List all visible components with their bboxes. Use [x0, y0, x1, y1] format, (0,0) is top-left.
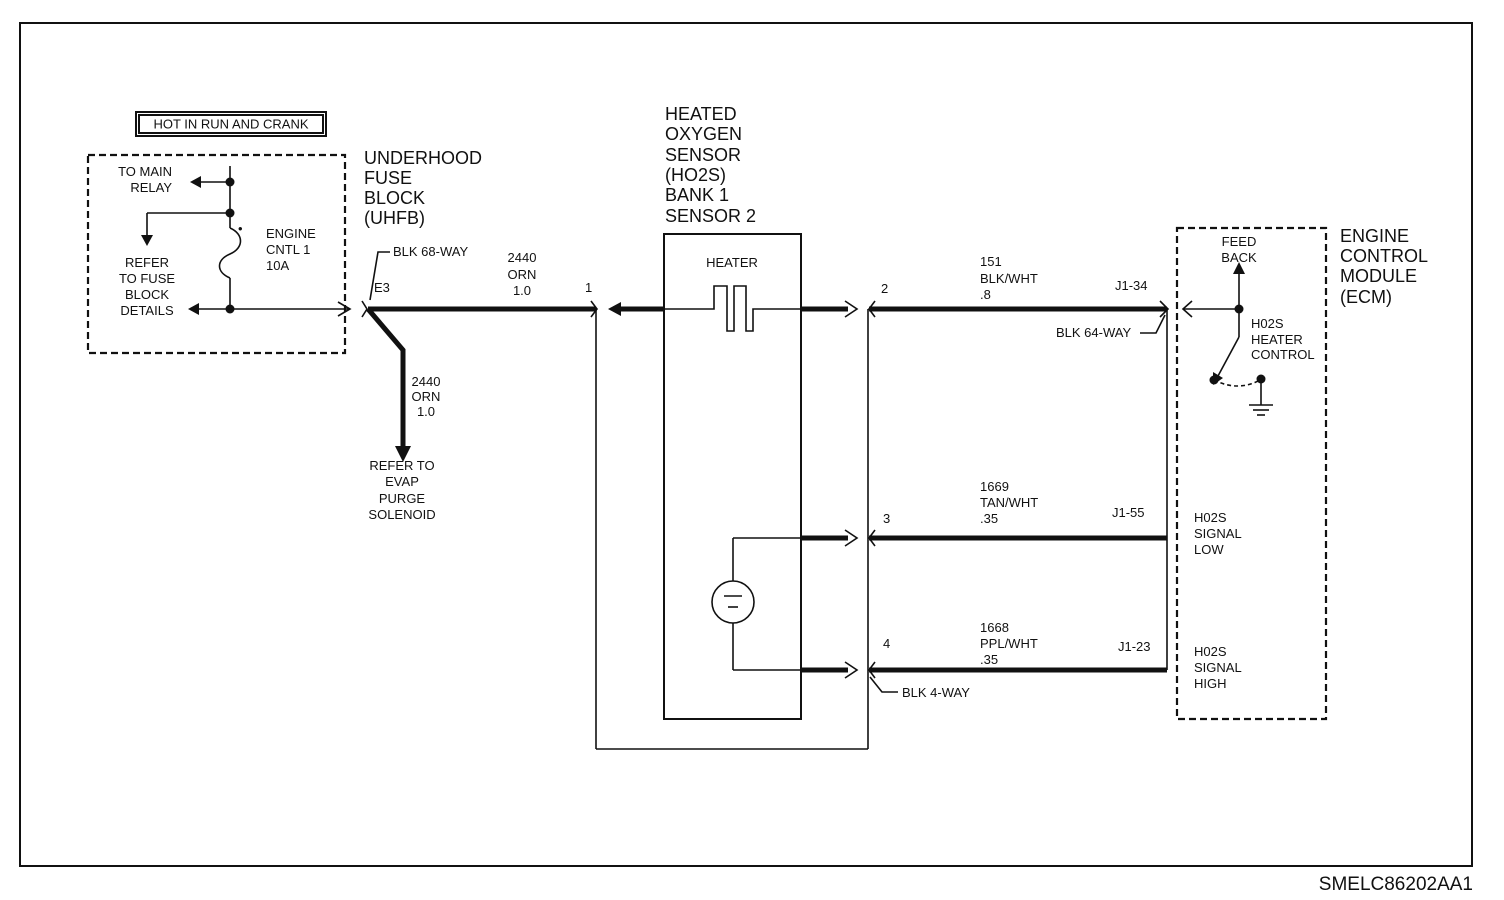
svg-text:PPL/WHT: PPL/WHT — [980, 636, 1038, 651]
circuit-4-labels: 1668 PPL/WHT .35 — [980, 620, 1038, 667]
svg-text:10A: 10A — [266, 258, 289, 273]
sensor-connector-label: BLK 4-WAY — [902, 685, 970, 700]
svg-text:1669: 1669 — [980, 479, 1009, 494]
svg-text:BACK: BACK — [1221, 250, 1257, 265]
splice-wire-circuit: 2440 ORN 1.0 — [412, 374, 441, 419]
circuit-pin-2: 2 — [881, 281, 888, 296]
heater-control-label: H02S HEATER CONTROL — [1251, 316, 1315, 362]
svg-text:H02S: H02S — [1251, 316, 1284, 331]
svg-text:SOLENOID: SOLENOID — [368, 507, 435, 522]
svg-text:2440: 2440 — [412, 374, 441, 389]
svg-text:.35: .35 — [980, 511, 998, 526]
main-wire-circuit: 2440 ORN 1.0 — [508, 250, 537, 298]
svg-text:151: 151 — [980, 254, 1002, 269]
svg-text:RELAY: RELAY — [130, 180, 172, 195]
svg-text:SENSOR: SENSOR — [665, 145, 741, 165]
heater-control-switch — [1217, 336, 1240, 377]
svg-text:SIGNAL: SIGNAL — [1194, 660, 1242, 675]
svg-text:LOW: LOW — [1194, 542, 1224, 557]
svg-text:TO MAIN: TO MAIN — [118, 164, 172, 179]
svg-text:HIGH: HIGH — [1194, 676, 1227, 691]
svg-text:UNDERHOOD: UNDERHOOD — [364, 148, 482, 168]
svg-text:BANK 1: BANK 1 — [665, 185, 729, 205]
svg-text:MODULE: MODULE — [1340, 266, 1417, 286]
svg-text:BLK/WHT: BLK/WHT — [980, 271, 1038, 286]
svg-text:1.0: 1.0 — [417, 404, 435, 419]
sensor-element — [711, 580, 755, 624]
svg-text:DETAILS: DETAILS — [120, 303, 174, 318]
svg-text:1.0: 1.0 — [513, 283, 531, 298]
fuse-label: ENGINE CNTL 1 10A — [266, 226, 316, 273]
to-main-relay-label: TO MAIN RELAY — [118, 164, 172, 195]
fuse-symbol — [218, 227, 242, 279]
svg-text:SIGNAL: SIGNAL — [1194, 526, 1242, 541]
ecm-outline — [1175, 226, 1328, 721]
svg-text:CONTROL: CONTROL — [1251, 347, 1315, 362]
signal-low-label: H02S SIGNAL LOW — [1194, 510, 1242, 557]
svg-text:PURGE: PURGE — [379, 491, 426, 506]
splice-wire — [366, 307, 406, 450]
fuse-block-outline — [86, 153, 347, 355]
fuse-pin-label: E3 — [374, 280, 390, 295]
fuse-connector-label: BLK 68-WAY — [393, 244, 468, 259]
svg-text:ORN: ORN — [412, 389, 441, 404]
svg-text:ENGINE: ENGINE — [266, 226, 316, 241]
sensor-title: HEATED OXYGEN SENSOR (HO2S) BANK 1 SENSO… — [665, 104, 756, 226]
svg-text:CNTL 1: CNTL 1 — [266, 242, 310, 257]
svg-text:BLOCK: BLOCK — [125, 287, 169, 302]
refer-fuse-label: REFER TO FUSE BLOCK DETAILS — [119, 255, 175, 318]
power-label: HOT IN RUN AND CRANK — [153, 117, 308, 132]
sensor-pin-1: 1 — [585, 280, 592, 295]
ecm-pin-j1-34: J1-34 — [1115, 278, 1148, 293]
ecm-connector-label: BLK 64-WAY — [1056, 325, 1131, 340]
svg-text:H02S: H02S — [1194, 644, 1227, 659]
circuit-3-labels: 1669 TAN/WHT .35 — [980, 479, 1038, 526]
svg-text:BLOCK: BLOCK — [364, 188, 425, 208]
svg-text:CONTROL: CONTROL — [1340, 246, 1428, 266]
svg-text:H02S: H02S — [1194, 510, 1227, 525]
svg-text:HEATER: HEATER — [1251, 332, 1303, 347]
ecm-pin-j1-23: J1-23 — [1118, 639, 1151, 654]
svg-text:.8: .8 — [980, 287, 991, 302]
svg-text:HEATED: HEATED — [665, 104, 737, 124]
fuse-block-title: UNDERHOOD FUSE BLOCK (UHFB) — [364, 148, 482, 228]
circuit-2-labels: 151 BLK/WHT .8 — [980, 254, 1038, 302]
signal-high-label: H02S SIGNAL HIGH — [1194, 644, 1242, 691]
svg-text:2440: 2440 — [508, 250, 537, 265]
svg-text:(UHFB): (UHFB) — [364, 208, 425, 228]
svg-text:(HO2S): (HO2S) — [665, 165, 726, 185]
svg-text:TAN/WHT: TAN/WHT — [980, 495, 1038, 510]
svg-text:SENSOR 2: SENSOR 2 — [665, 206, 756, 226]
power-label-box — [135, 111, 327, 137]
svg-text:.35: .35 — [980, 652, 998, 667]
heater-element — [664, 285, 801, 332]
svg-text:FUSE: FUSE — [364, 168, 412, 188]
feedback-label: FEED BACK — [1221, 234, 1257, 265]
circuit-pin-3: 3 — [883, 511, 890, 526]
svg-text:ENGINE: ENGINE — [1340, 226, 1409, 246]
evap-refer-label: REFER TO EVAP PURGE SOLENOID — [368, 458, 435, 522]
ecm-pin-j1-55: J1-55 — [1112, 505, 1145, 520]
ecm-title: ENGINE CONTROL MODULE (ECM) — [1340, 226, 1428, 307]
svg-text:REFER TO: REFER TO — [369, 458, 434, 473]
heater-label: HEATER — [706, 255, 758, 270]
svg-text:•: • — [238, 221, 243, 236]
sensor-body — [663, 233, 802, 720]
svg-text:FEED: FEED — [1222, 234, 1257, 249]
svg-text:EVAP: EVAP — [385, 474, 419, 489]
circuit-pin-4: 4 — [883, 636, 890, 651]
svg-text:TO FUSE: TO FUSE — [119, 271, 175, 286]
svg-text:ORN: ORN — [508, 267, 537, 282]
svg-text:OXYGEN: OXYGEN — [665, 124, 742, 144]
svg-text:1668: 1668 — [980, 620, 1009, 635]
svg-text:REFER: REFER — [125, 255, 169, 270]
svg-text:(ECM): (ECM) — [1340, 287, 1392, 307]
figure-id: SMELC86202AA1 — [1319, 874, 1473, 895]
diagram-frame — [19, 22, 1473, 867]
